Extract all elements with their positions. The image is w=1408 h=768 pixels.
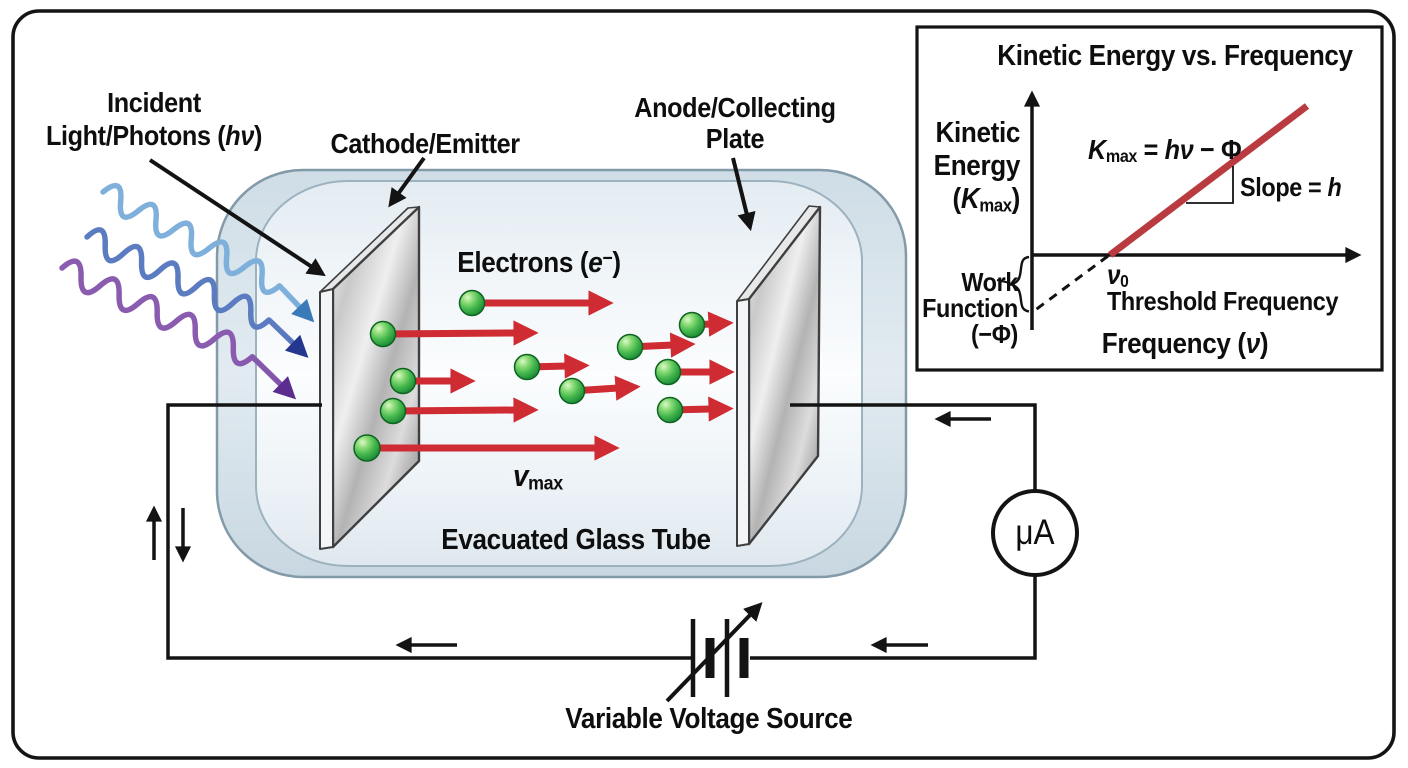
inset-slope-label: Slope = h: [1240, 172, 1342, 202]
voltage-source-label: Variable Voltage Source: [565, 703, 853, 735]
inset-formula: Kmax = hν − Φ: [1088, 134, 1242, 167]
incident-light-pointer-arrow: [148, 158, 326, 277]
anode-label: Anode/Collecting Plate: [626, 92, 844, 154]
electron: [369, 320, 397, 348]
incident-light-line2: Light/Photons (hν): [45, 120, 263, 151]
electron: [379, 397, 407, 425]
circuit: [145, 403, 1037, 703]
microammeter-circle: [991, 489, 1079, 577]
anode-label-line2: Plate: [705, 123, 765, 154]
cathode-plate: [319, 205, 421, 550]
inset-title: Kinetic Energy vs. Frequency: [997, 40, 1353, 72]
anode-plate: [736, 205, 822, 547]
electrons: [353, 289, 706, 462]
incident-photon-waves: [59, 182, 315, 400]
circuit-wire-right-top: [790, 403, 1037, 491]
y-axis-label-line3: (Kmax): [952, 183, 1021, 216]
outer-frame: [11, 9, 1396, 760]
electron: [513, 353, 541, 381]
inset-x-axis-label: Frequency (ν): [1101, 328, 1269, 360]
work-function-line2: Function: [922, 293, 1018, 323]
electron: [616, 333, 644, 361]
anode-pointer-arrow: [731, 157, 756, 232]
inset-threshold-label: Threshold Frequency: [1107, 286, 1339, 316]
inset-y-axis-label: Kinetic Energy (Kmax): [894, 117, 1021, 221]
inset-graph: [915, 25, 1384, 372]
photon-wave-blue: [100, 182, 315, 323]
inset-work-function-label: Work Function (−Φ): [892, 269, 1018, 347]
inset-kmax-line: [1107, 103, 1310, 258]
circuit-wire-right-bottom: [750, 575, 1037, 660]
electron: [558, 377, 586, 405]
electron: [656, 396, 684, 424]
glass-tube-label: Evacuated Glass Tube: [441, 524, 711, 556]
cathode-front-edge: [319, 288, 334, 550]
electron: [353, 434, 381, 462]
inset-threshold-point: ν0: [1107, 260, 1129, 292]
circuit-wire-left: [166, 403, 691, 660]
inset-box: [915, 25, 1384, 372]
cathode-pointer-arrow: [388, 156, 426, 208]
incident-light-line1: Incident: [107, 87, 201, 118]
electron: [458, 289, 486, 317]
anode-front-edge: [736, 298, 750, 547]
electron: [678, 311, 706, 339]
slope-triangle: [1186, 166, 1234, 204]
work-function-line3: (−Φ): [970, 319, 1018, 349]
work-function-dash: [996, 279, 1011, 284]
annotation-arrows: [148, 156, 756, 277]
electron: [389, 367, 417, 395]
electron-arrow: [382, 320, 539, 346]
photon-wave-purple: [59, 258, 297, 400]
electron-arrow: [392, 397, 539, 423]
anode-label-line1: Anode/Collecting: [634, 92, 836, 123]
electron: [654, 358, 682, 386]
microammeter-label: μA: [1015, 513, 1055, 552]
battery-plate-short-2: [739, 638, 749, 678]
variable-voltage-source-symbol: [665, 602, 763, 703]
work-function-brace: [1010, 255, 1030, 313]
work-function-line1: Work: [961, 267, 1018, 297]
vmax-label: vmax: [513, 458, 563, 495]
y-axis-label-line2: Energy: [933, 150, 1021, 182]
cathode-label: Cathode/Emitter: [330, 128, 521, 159]
variable-adjust-arrow: [665, 602, 763, 703]
y-axis-label-line1: Kinetic: [935, 117, 1020, 149]
photon-wave-navy: [84, 227, 309, 358]
electrons-label: Electrons (e−): [457, 247, 621, 279]
incident-light-label: Incident Light/Photons (hν): [35, 86, 273, 152]
